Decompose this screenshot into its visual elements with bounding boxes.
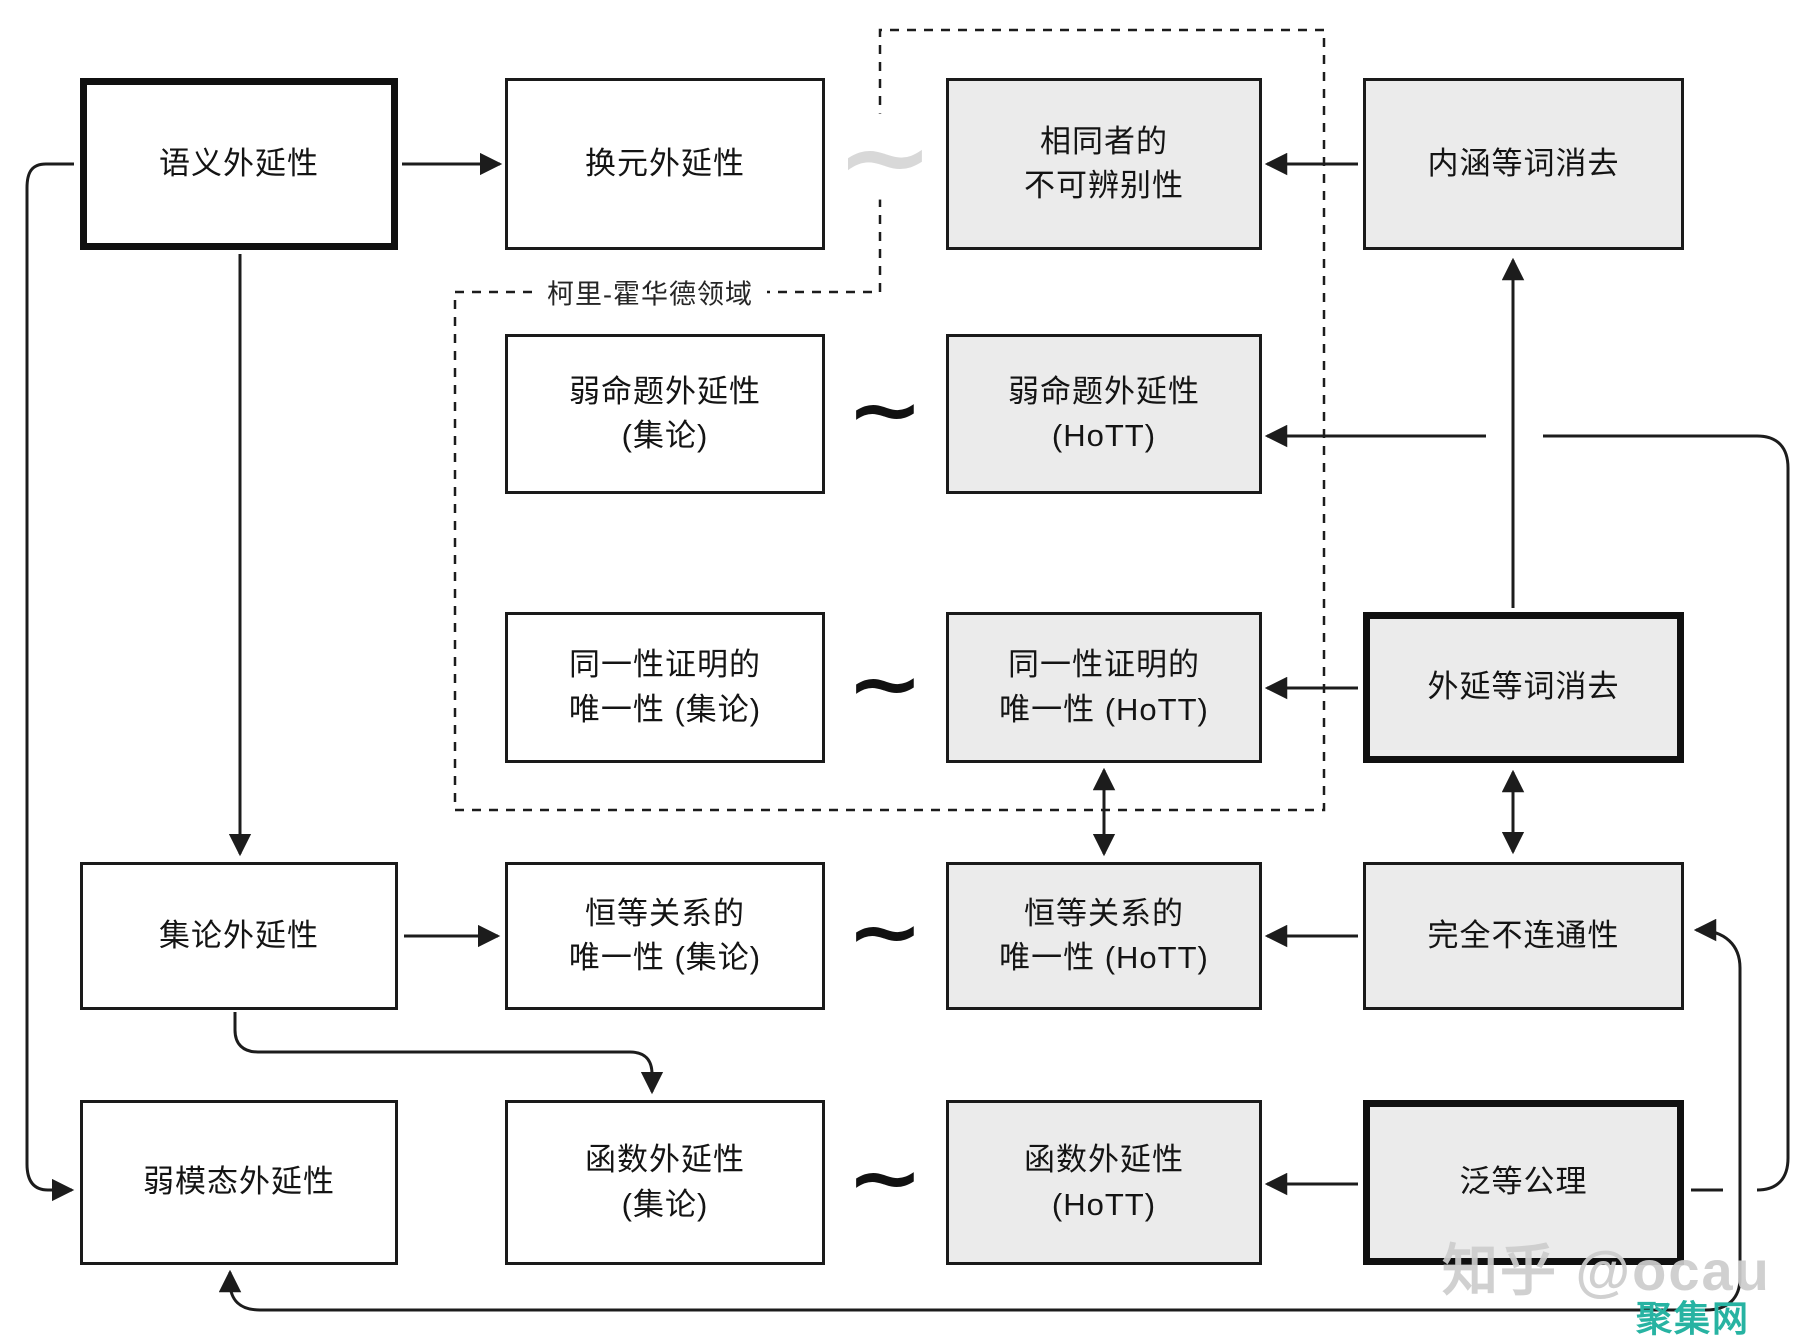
node-weak-propositional-ext-set: 弱命题外延性 (集论) (505, 334, 825, 494)
node-label: 外延等词消去 (1427, 669, 1620, 705)
arrow-set-ext-to-funext-set (233, 1012, 664, 1095)
node-label: (集论) (621, 418, 709, 453)
node-label: 唯一性 (集论) (568, 940, 762, 975)
node-weak-modal-extensionality: 弱模态外延性 (80, 1100, 398, 1265)
node-weak-propositional-ext-hott: 弱命题外延性 (HoTT) (946, 334, 1262, 494)
node-label: 换元外延性 (585, 145, 745, 181)
node-label: 弱模态外延性 (143, 1164, 335, 1200)
node-total-disconnectedness: 完全不连通性 (1363, 862, 1684, 1010)
node-indiscernibility-of-identicals: 相同者的 不可辨别性 (946, 78, 1262, 250)
node-label: (HoTT) (1051, 1186, 1157, 1222)
arrow-semantic-to-weak-modal-loop (25, 162, 75, 1202)
node-uniqueness-identity-proofs-set: 同一性证明的 唯一性 (集论) (505, 612, 825, 763)
equivalence-tilde-row5: ~ (846, 1133, 924, 1224)
node-label: 完全不连通性 (1427, 917, 1620, 953)
node-label: 弱命题外延性 (1008, 373, 1200, 409)
node-label: (HoTT) (1051, 418, 1157, 453)
curry-howard-region-label: 柯里-霍华德领域 (533, 270, 767, 314)
equivalence-tilde-row1: ~ (828, 98, 942, 215)
node-label: 函数外延性 (585, 1142, 745, 1178)
equivalence-tilde-row2: ~ (846, 365, 924, 456)
connector-disconnectedness-weak-modal-loop (218, 918, 1742, 1312)
node-label: (集论) (621, 1186, 709, 1222)
node-label: 集论外延性 (159, 917, 319, 953)
node-label: 同一性证明的 (569, 647, 761, 683)
node-label: 唯一性 (集论) (568, 691, 762, 727)
node-uniqueness-identity-proofs-hott: 同一性证明的 唯一性 (HoTT) (946, 612, 1262, 763)
node-extensional-equality-elimination: 外延等词消去 (1363, 612, 1684, 763)
node-function-extensionality-hott: 函数外延性 (HoTT) (946, 1100, 1262, 1265)
equivalence-tilde-row4: ~ (846, 887, 924, 978)
node-label: 唯一性 (HoTT) (999, 691, 1209, 727)
node-label: 唯一性 (HoTT) (999, 940, 1209, 975)
connector-univalence-right-riser (1543, 434, 1790, 1192)
node-label: 泛等公理 (1459, 1164, 1588, 1200)
node-substitution-extensionality: 换元外延性 (505, 78, 825, 250)
node-uniqueness-identity-relation-set: 恒等关系的 唯一性 (集论) (505, 862, 825, 1010)
node-set-theoretic-extensionality: 集论外延性 (80, 862, 398, 1010)
node-intensional-equality-elimination: 内涵等词消去 (1363, 78, 1684, 250)
node-label: 函数外延性 (1024, 1142, 1184, 1178)
equivalence-tilde-row3: ~ (846, 639, 924, 730)
curry-howard-region-outline (453, 28, 1326, 812)
node-label: 内涵等词消去 (1427, 145, 1620, 181)
juji-watermark: 聚集网 (1636, 1298, 1751, 1336)
node-label: 恒等关系的 (585, 895, 745, 931)
node-semantic-extensionality: 语义外延性 (80, 78, 398, 250)
node-label: 恒等关系的 (1024, 895, 1184, 931)
node-label: 弱命题外延性 (569, 373, 761, 409)
node-label: 相同者的 (1040, 123, 1168, 159)
node-uniqueness-identity-relation-hott: 恒等关系的 唯一性 (HoTT) (946, 862, 1262, 1010)
node-label: 语义外延性 (159, 145, 319, 181)
node-label: 不可辨别性 (1024, 168, 1184, 203)
node-label: 同一性证明的 (1008, 647, 1200, 683)
node-function-extensionality-set: 函数外延性 (集论) (505, 1100, 825, 1265)
